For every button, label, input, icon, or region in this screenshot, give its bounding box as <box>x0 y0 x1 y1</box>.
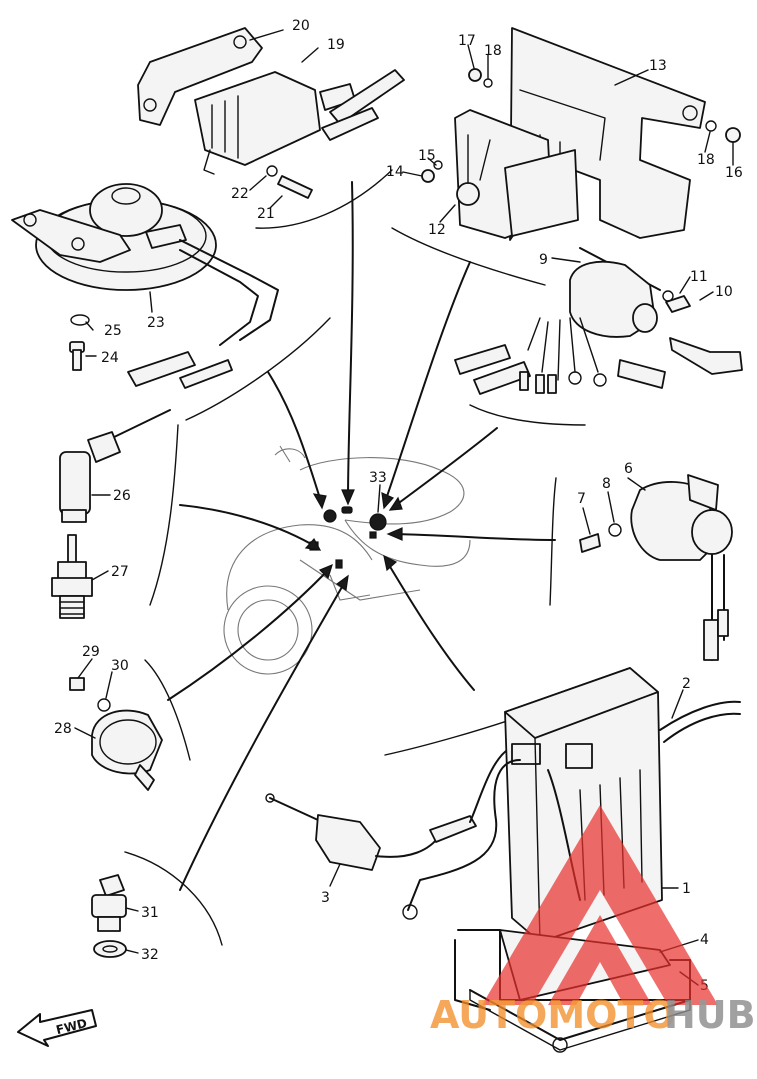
callout-30: 30 <box>111 658 129 674</box>
neutral-switch <box>91 874 127 958</box>
callout-24: 24 <box>101 350 119 366</box>
callout-labels: 20 19 17 18 13 18 16 14 15 12 22 21 9 11… <box>54 18 743 994</box>
callout-28: 28 <box>54 721 72 737</box>
solenoid-relay <box>579 474 733 661</box>
callout-10: 10 <box>715 284 733 300</box>
callout-19: 19 <box>327 37 345 53</box>
watermark-logo <box>482 805 718 1005</box>
callout-32: 32 <box>141 947 159 963</box>
callout-15: 15 <box>418 148 436 164</box>
flasher-relay <box>69 677 163 791</box>
callout-12: 12 <box>428 222 446 238</box>
callout-1: 1 <box>682 881 691 897</box>
watermark-text-right: HUB <box>664 993 756 1037</box>
callout-3: 3 <box>321 890 330 906</box>
coil-bracket <box>137 27 263 126</box>
horn <box>11 183 279 389</box>
spark-plug <box>51 534 93 619</box>
callout-13: 13 <box>649 58 667 74</box>
callout-22: 22 <box>231 186 249 202</box>
callout-7: 7 <box>577 491 586 507</box>
watermark-text-left: AUTOMOTO <box>430 993 676 1037</box>
section-dividers <box>124 169 586 946</box>
callout-23: 23 <box>147 315 165 331</box>
callout-21: 21 <box>257 206 275 222</box>
callout-11: 11 <box>690 269 708 285</box>
callout-8: 8 <box>602 476 611 492</box>
callout-17: 17 <box>458 33 476 49</box>
main-switch <box>454 247 743 395</box>
callout-4: 4 <box>700 932 709 948</box>
callout-18b: 18 <box>697 152 715 168</box>
fwd-arrow: FWD <box>17 1009 97 1047</box>
callout-31: 31 <box>141 905 159 921</box>
callout-9: 9 <box>539 252 548 268</box>
callout-26: 26 <box>113 488 131 504</box>
callout-16: 16 <box>725 165 743 181</box>
ignition-coil <box>194 71 321 166</box>
fuse-holder <box>265 747 511 871</box>
callout-25: 25 <box>104 323 122 339</box>
horn-bolt-24-25 <box>69 314 90 371</box>
callout-6: 6 <box>624 461 633 477</box>
small-hardware-top <box>421 68 741 183</box>
watermark: AUTOMOTO HUB <box>430 805 756 1037</box>
callout-33: 33 <box>369 470 387 486</box>
callout-18: 18 <box>484 43 502 59</box>
vent-hose <box>659 700 741 743</box>
leader-arrows <box>167 181 556 891</box>
plug-lead <box>329 69 405 125</box>
motorcycle-outline <box>223 445 471 675</box>
callout-29: 29 <box>82 644 100 660</box>
callout-20: 20 <box>292 18 310 34</box>
callout-27: 27 <box>111 564 129 580</box>
ignition-coil-group <box>137 27 405 175</box>
battery-box-bracket <box>454 27 706 241</box>
callout-14: 14 <box>386 164 404 180</box>
callout-2: 2 <box>682 676 691 692</box>
ignition-key <box>669 337 743 375</box>
coil-bolt-22-21 <box>266 165 313 199</box>
spark-plug-cap <box>59 409 171 523</box>
